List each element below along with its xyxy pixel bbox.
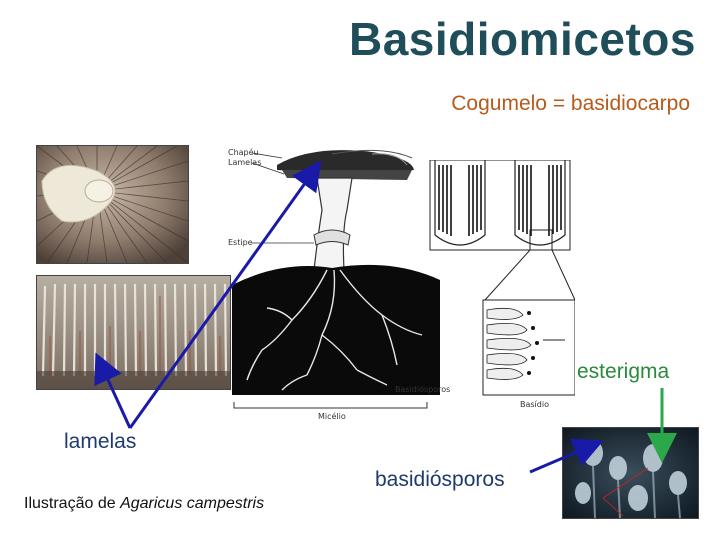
label-basidiosporos: basidiósporos (375, 468, 505, 491)
arrow-lamelas-to-photo (94, 352, 132, 429)
caption-species: Agaricus campestris (120, 495, 265, 512)
caption-prefix: Ilustração de (24, 495, 121, 512)
gill-section-diagram: Basidiósporos Basídio (395, 159, 576, 415)
diagram-label-chapeu: Chapéu (228, 148, 259, 157)
mushroom-gills-photo (36, 145, 189, 264)
caption: Ilustração de Agaricus campestris (24, 495, 264, 513)
arrow-basidiosporos (529, 438, 604, 474)
diagram-label-estipe: Estipe (228, 238, 253, 247)
page-title: Basidiomicetos (349, 13, 696, 65)
diagram-label-basidio: Basídio (520, 400, 549, 409)
label-lamelas: lamelas (64, 430, 137, 453)
label-esterigma: esterigma (577, 360, 670, 383)
diagram-label-micelio: Micélio (318, 412, 346, 421)
diagram-soil (232, 264, 440, 395)
diagram-label-basidiosporos: Basidiósporos (395, 385, 451, 394)
page-subtitle: Cogumelo = basidiocarpo (451, 92, 690, 115)
mushroom-diagram: Chapéu Lamelas Estipe Micélio (222, 140, 444, 430)
arrow-lamelas-to-diagram (128, 160, 322, 429)
diagram-label-lamelas: Lamelas (228, 158, 262, 167)
